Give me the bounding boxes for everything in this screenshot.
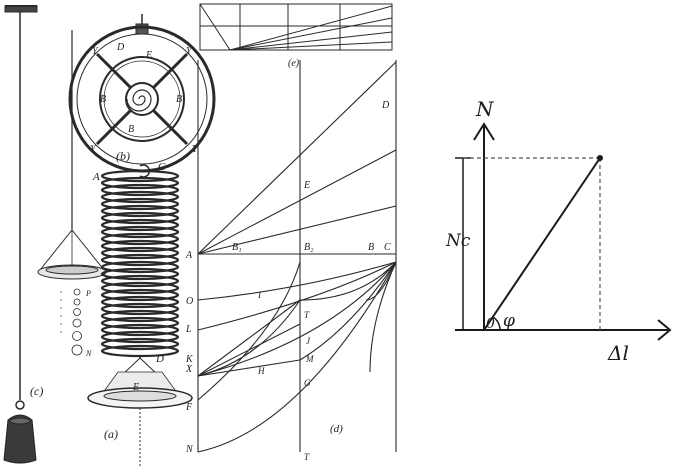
nc-label: Nc <box>445 231 471 251</box>
label-b: (b) <box>116 149 130 163</box>
spring-coil <box>100 302 180 316</box>
label-J: J <box>306 336 311 346</box>
label-Y-4: Y <box>192 144 199 155</box>
label-D-wheel: D <box>116 42 125 53</box>
spring-coil <box>100 190 180 204</box>
diagram-d <box>197 60 397 453</box>
angle-label: φ <box>503 311 515 331</box>
spring-coil <box>100 316 180 330</box>
label-E-pan: E <box>132 382 139 393</box>
label-D-spring: D <box>155 353 164 365</box>
wheel <box>68 14 216 173</box>
label-B-d: B <box>368 242 374 253</box>
label-O: O <box>186 296 193 307</box>
spring-coil <box>100 176 180 190</box>
label-N-weights: N <box>85 349 92 358</box>
label-G: G <box>304 378 311 388</box>
spring-coil <box>100 288 180 302</box>
spring-coil <box>100 267 180 281</box>
spring-coil <box>100 246 180 260</box>
force-extension-sketch <box>455 122 672 341</box>
hanging-weight-assembly <box>3 12 37 464</box>
label-N-d: N <box>185 444 194 455</box>
origin-label: 0 <box>486 316 495 332</box>
spring-coil <box>100 344 180 358</box>
label-H: H <box>257 366 265 376</box>
label-B1: B₁ <box>232 242 242 253</box>
label-I: I <box>257 290 262 300</box>
spring-coil <box>100 225 180 239</box>
spring-coil <box>100 323 180 337</box>
label-P: P <box>85 289 91 298</box>
spring-coil <box>100 337 180 351</box>
spring-coil <box>100 204 180 218</box>
spring-coil <box>100 330 180 344</box>
label-B-wheel-bottom: B <box>128 124 134 135</box>
spring-coil <box>100 260 180 274</box>
spring-coil <box>100 218 180 232</box>
label-d: (d) <box>330 423 343 435</box>
label-e: (e) <box>288 58 300 69</box>
label-B-wheel-right: B' <box>176 94 185 105</box>
spring-coil <box>100 239 180 253</box>
label-K: K <box>185 354 194 365</box>
spring-coil <box>100 309 180 323</box>
label-c: (c) <box>30 384 43 398</box>
label-T-2: T <box>304 452 310 462</box>
force-line <box>483 157 601 331</box>
label-E-wheel: E <box>145 50 152 61</box>
spring-coil <box>100 197 180 211</box>
hanging-scale-pan <box>37 30 107 356</box>
spring-coil <box>100 295 180 309</box>
label-B2: B₂ <box>304 242 314 253</box>
label-C-d: C <box>384 242 391 253</box>
spring-coil <box>100 253 180 267</box>
label-Y-2: Y <box>186 46 193 57</box>
force-line-endpoint <box>597 155 603 161</box>
label-E-d: E <box>303 180 310 191</box>
spring-coil <box>100 232 180 246</box>
diagram-e <box>199 3 393 51</box>
spring-coil <box>100 211 180 225</box>
ceiling-bracket <box>4 5 38 13</box>
x-axis-label: Δl <box>607 341 629 365</box>
label-A-spring: A <box>92 171 100 183</box>
helical-spring <box>100 164 180 358</box>
engraving: (c) P N <box>3 3 397 466</box>
label-L: L <box>185 324 192 335</box>
x-axis-arrowhead <box>657 319 672 341</box>
label-C-spring: C <box>158 161 166 173</box>
spring-coil <box>100 169 180 183</box>
label-M: M <box>305 354 314 364</box>
label-A-d: A <box>185 250 193 261</box>
label-Y-3: Y <box>90 144 97 155</box>
lower-scale-pan <box>87 357 193 466</box>
label-a: (a) <box>104 427 118 441</box>
spring-coil <box>100 274 180 288</box>
y-axis-arrowhead <box>473 122 495 141</box>
label-B-wheel-left: B <box>100 94 106 105</box>
label-Y-1: Y <box>92 46 99 57</box>
spring-coil <box>100 183 180 197</box>
y-axis-label: N <box>475 97 495 121</box>
label-T-1: T <box>304 310 310 320</box>
angle-arc <box>492 316 501 331</box>
label-F: F <box>185 402 193 413</box>
spring-coil <box>100 281 180 295</box>
label-X: X <box>185 364 193 375</box>
label-D-d: D <box>381 100 390 111</box>
